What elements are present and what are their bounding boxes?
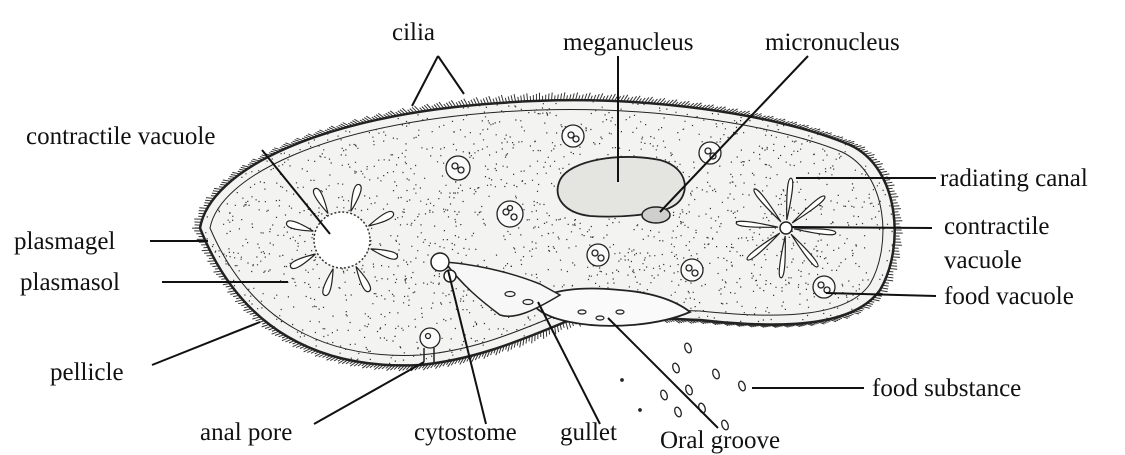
label-contractile-vacuole: contractile vacuole xyxy=(26,123,215,150)
label-gullet: gullet xyxy=(560,419,617,446)
meganucleus-shape xyxy=(558,157,685,217)
micronucleus-shape xyxy=(642,207,670,223)
label-cytostome: cytostome xyxy=(414,419,517,446)
label-food-substance: food substance xyxy=(872,375,1021,402)
label-pellicle: pellicle xyxy=(50,359,124,386)
food-substance-particles xyxy=(621,342,747,430)
label-cilia: cilia xyxy=(392,19,435,46)
label-plasmagel: plasmagel xyxy=(14,228,115,255)
label-oral-groove: Oral groove xyxy=(660,427,780,454)
label-micronucleus: micronucleus xyxy=(765,29,900,56)
label-vacuole-right: vacuole xyxy=(944,247,1022,274)
label-food-vacuole: food vacuole xyxy=(944,283,1074,310)
label-plasmasol: plasmasol xyxy=(20,269,120,296)
label-anal-pore: anal pore xyxy=(200,419,292,446)
label-meganucleus: meganucleus xyxy=(563,29,694,56)
label-radiating-canal: radiating canal xyxy=(940,165,1088,192)
label-contractile-right: contractile xyxy=(944,213,1050,240)
